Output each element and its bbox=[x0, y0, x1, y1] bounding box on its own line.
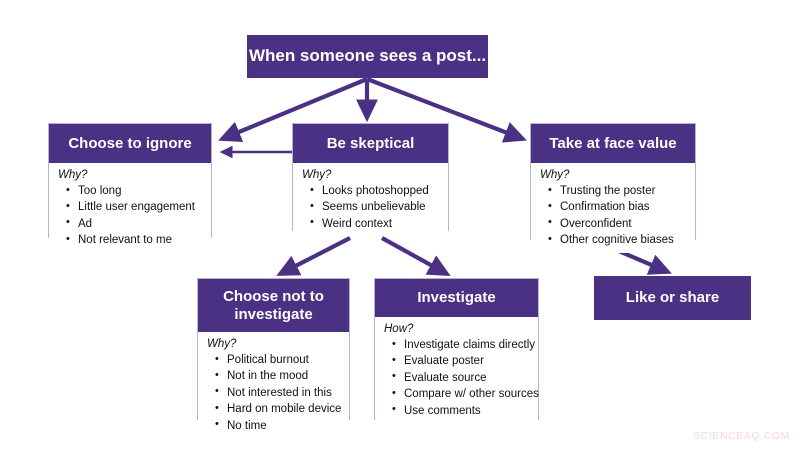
node-choose-to-ignore-title: Choose to ignore bbox=[49, 124, 211, 163]
method-list: Investigate claims directly Evaluate pos… bbox=[375, 336, 539, 419]
node-choose-to-ignore[interactable]: Choose to ignore Why? Too long Little us… bbox=[48, 123, 212, 253]
list-item: No time bbox=[215, 417, 349, 434]
list-item: Use comments bbox=[392, 402, 538, 419]
reason-list: Too long Little user engagement Ad Not r… bbox=[49, 182, 211, 249]
edge-skeptical-to-noinvest bbox=[276, 236, 351, 276]
list-item: Trusting the poster bbox=[548, 182, 695, 199]
list-item: Weird context bbox=[310, 215, 448, 232]
node-be-skeptical-title: Be skeptical bbox=[293, 124, 448, 163]
node-be-skeptical-body: Why? Looks photoshopped Seems unbelievab… bbox=[293, 163, 448, 237]
node-choose-not-to-investigate[interactable]: Choose not to investigate Why? Political… bbox=[197, 278, 350, 439]
list-item: Not relevant to me bbox=[66, 232, 211, 248]
node-take-at-face-value-body: Why? Trusting the poster Confirmation bi… bbox=[531, 163, 695, 253]
list-item: Seems unbelievable bbox=[310, 199, 448, 215]
question-label: Why? bbox=[207, 338, 237, 350]
node-choose-not-to-investigate-title: Choose not to investigate bbox=[198, 279, 349, 332]
question-label: Why? bbox=[302, 169, 332, 181]
node-take-at-face-value-title: Take at face value bbox=[531, 124, 695, 163]
node-choose-to-ignore-body: Why? Too long Little user engagement Ad … bbox=[49, 163, 211, 253]
question-label: How? bbox=[384, 323, 414, 335]
list-item: Little user engagement bbox=[66, 199, 211, 215]
node-like-or-share-title: Like or share bbox=[594, 276, 751, 320]
list-item: Overconfident bbox=[548, 215, 695, 232]
node-choose-not-to-investigate-body: Why? Political burnout Not in the mood N… bbox=[198, 332, 349, 439]
node-like-or-share[interactable]: Like or share bbox=[594, 276, 751, 320]
list-item: Hard on mobile device bbox=[215, 401, 349, 417]
edge-skeptical-to-invest bbox=[380, 236, 451, 277]
question-label: Why? bbox=[540, 169, 570, 181]
list-item: Too long bbox=[66, 182, 211, 199]
node-root[interactable]: When someone sees a post... bbox=[247, 35, 488, 78]
list-item: Investigate claims directly bbox=[392, 336, 538, 353]
list-item: Looks photoshopped bbox=[310, 182, 448, 199]
node-investigate-body: How? Investigate claims directly Evaluat… bbox=[375, 317, 539, 424]
watermark: SCIENCEAQ.COM bbox=[692, 430, 790, 442]
list-item: Confirmation bias bbox=[548, 199, 695, 215]
list-item: Evaluate poster bbox=[392, 353, 538, 369]
list-item: Compare w/ other sources bbox=[392, 386, 539, 402]
question-label: Why? bbox=[58, 169, 88, 181]
node-be-skeptical[interactable]: Be skeptical Why? Looks photoshopped See… bbox=[292, 123, 449, 237]
reason-list: Political burnout Not in the mood Not in… bbox=[198, 351, 349, 434]
node-root-title: When someone sees a post... bbox=[247, 35, 488, 78]
list-item: Other cognitive biases bbox=[548, 232, 695, 248]
node-investigate-title: Investigate bbox=[375, 279, 538, 317]
node-investigate[interactable]: Investigate How? Investigate claims dire… bbox=[374, 278, 539, 424]
list-item: Evaluate source bbox=[392, 369, 538, 386]
reason-list: Looks photoshopped Seems unbelievable We… bbox=[293, 182, 448, 232]
list-item: Not in the mood bbox=[215, 368, 349, 384]
node-take-at-face-value[interactable]: Take at face value Why? Trusting the pos… bbox=[530, 123, 696, 253]
list-item: Ad bbox=[66, 215, 211, 232]
list-item: Political burnout bbox=[215, 351, 349, 368]
list-item: Not interested in this bbox=[215, 384, 349, 401]
reason-list: Trusting the poster Confirmation bias Ov… bbox=[531, 182, 695, 249]
